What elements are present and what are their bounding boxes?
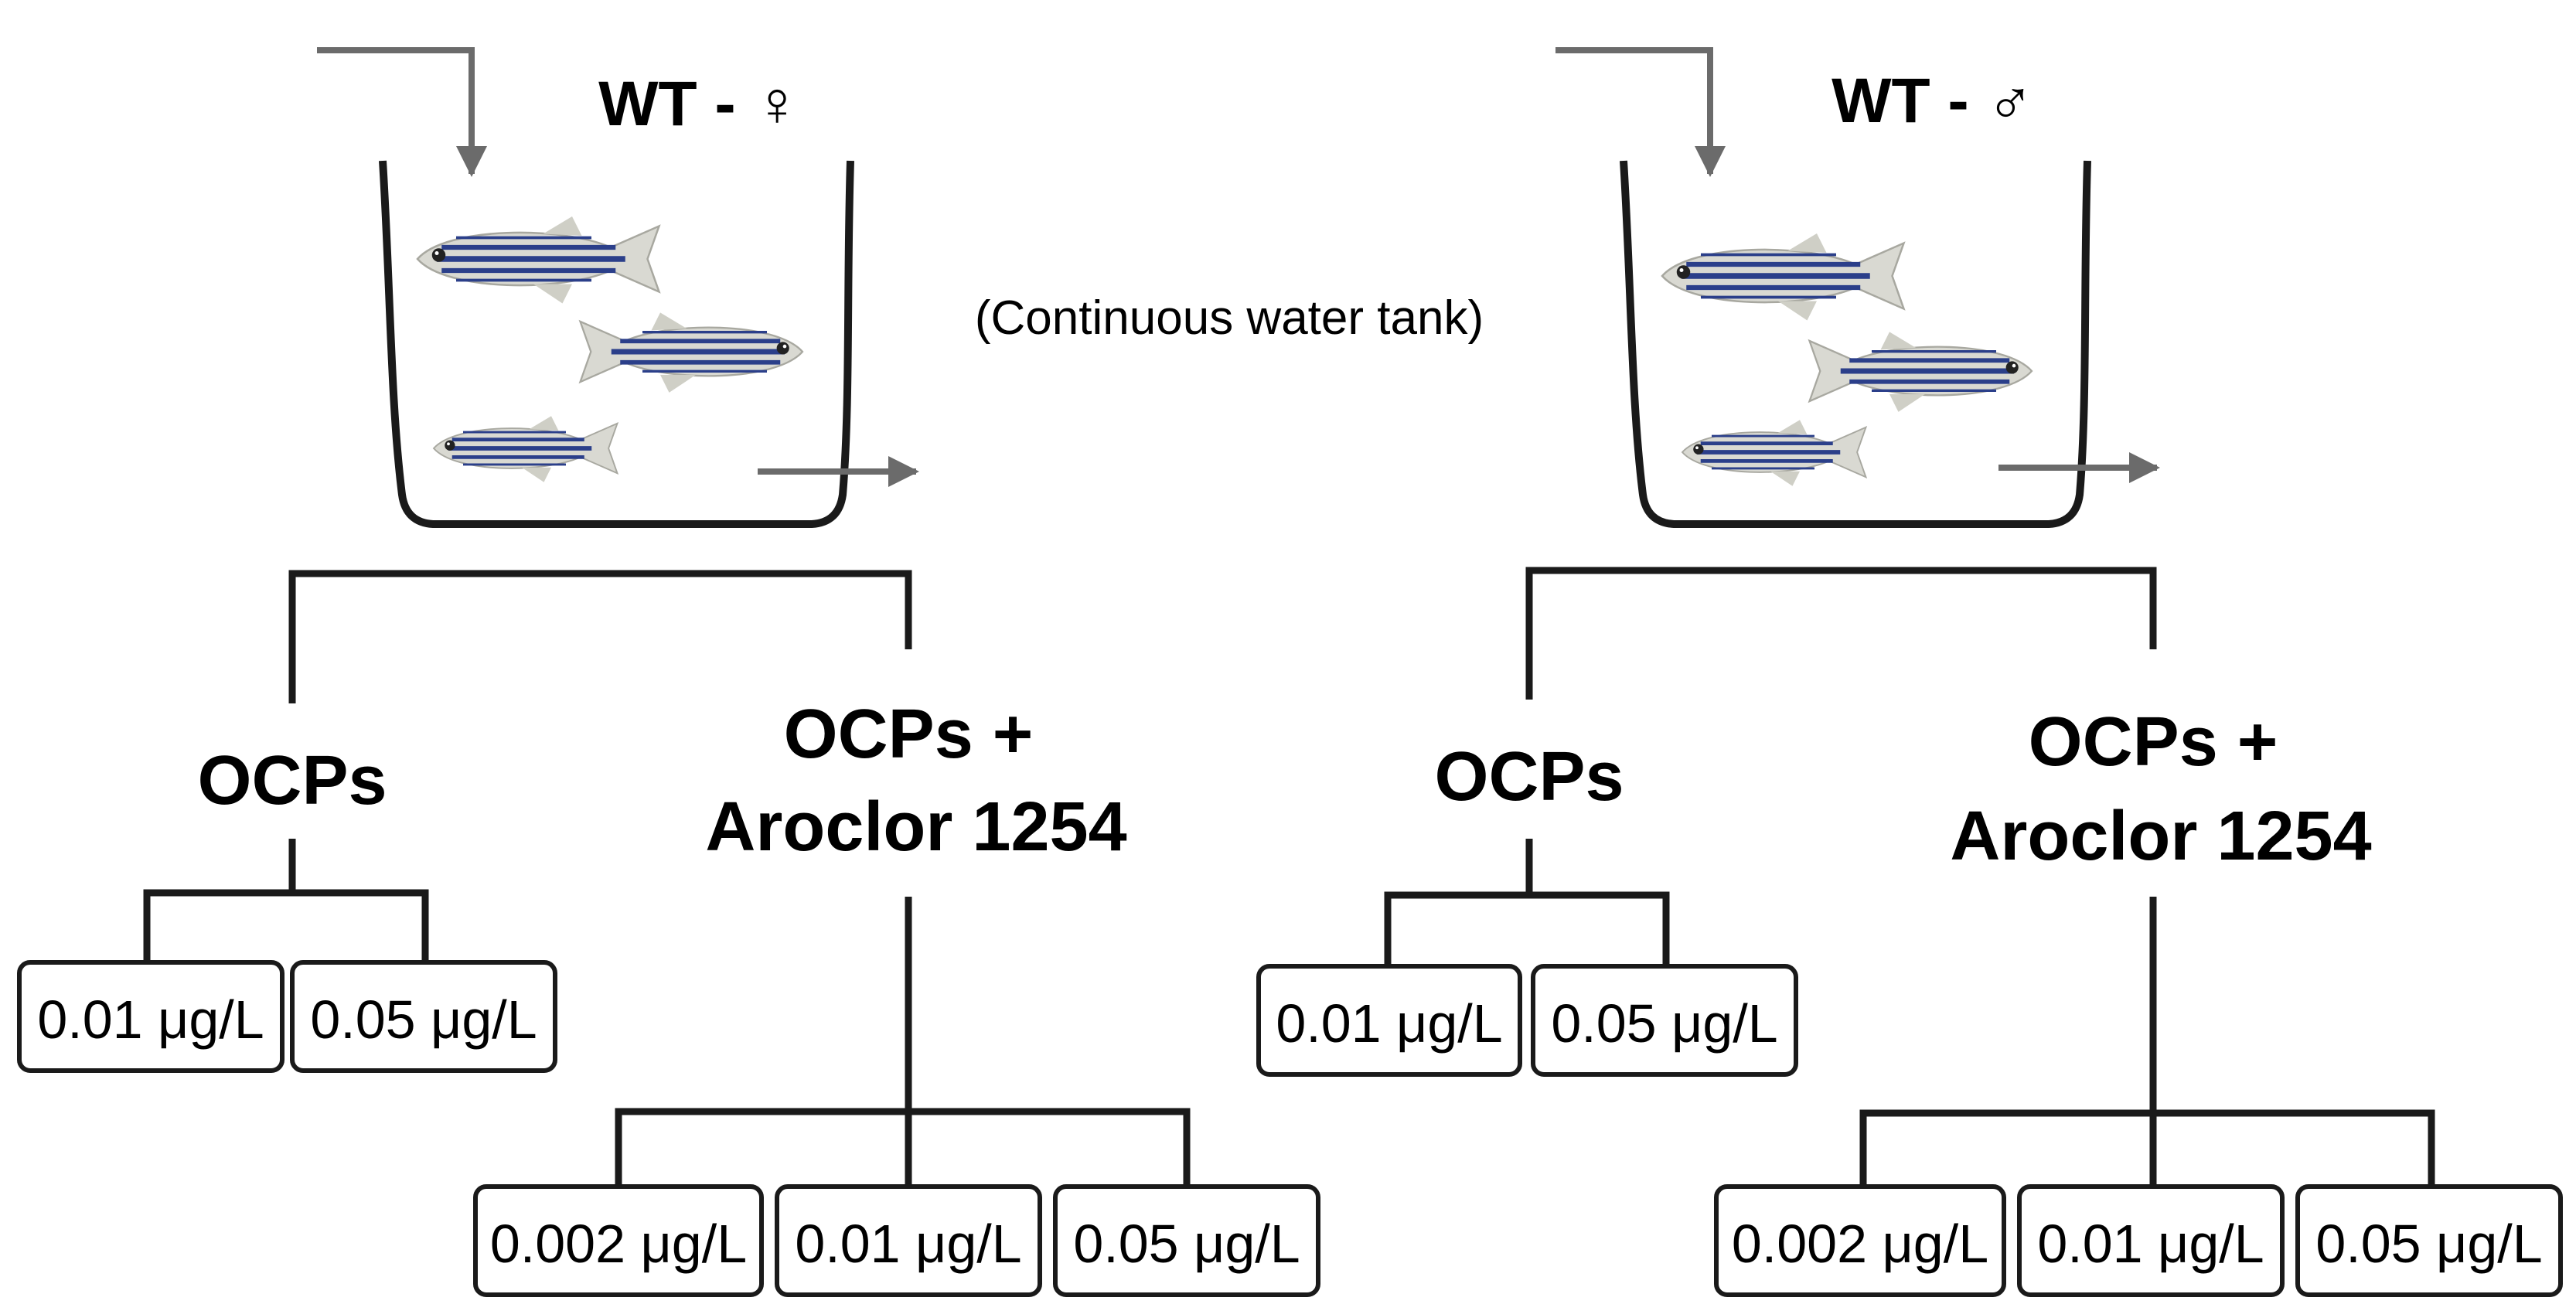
fish-icon [1662,233,1904,321]
concentration-box [17,960,285,1073]
fish-icon [434,416,618,482]
concentration-label: 0.05 μg/L [1073,1214,1300,1274]
concentration-label: 0.01 μg/L [1276,993,1502,1054]
group-female: WT - ♀ OCPs OCPs + Aroclor 1254 0.01 μg/… [17,47,1320,1297]
female-tree-lines [143,570,1191,1187]
concentration-label: 0.002 μg/L [490,1214,747,1274]
concentration-label: 0.05 μg/L [2315,1214,2542,1274]
female-branch-mix-label-line2: Aroclor 1254 [705,788,1126,866]
concentration-box [1531,964,1798,1077]
concentration-box [2017,1184,2285,1297]
fish-icon [581,312,803,393]
concentration-box [473,1184,764,1297]
fish-icon [1810,332,2033,412]
fish-icon [1682,420,1866,486]
concentration-label: 0.05 μg/L [310,989,537,1050]
tank-male-inflow-arrow [1555,47,1726,177]
male-branch-mix-label-line2: Aroclor 1254 [1950,798,2371,875]
fish-icon [417,216,659,304]
concentration-label: 0.05 μg/L [1551,993,1777,1054]
tank-male-label: WT - ♂ [1831,66,2034,136]
group-male: WT - ♂ OCPs OCPs + Aroclor 1254 0.01 μg/… [1256,47,2563,1297]
continuous-water-tank-note: (Continuous water tank) [975,291,1484,345]
tank-female [379,160,854,528]
concentration-box [1714,1184,2006,1297]
male-branch-mix-label-line1: OCPs + [2029,703,2278,781]
male-branch-ocps-label: OCPs [1434,738,1624,816]
tank-female-label: WT - ♀ [598,69,801,139]
female-branch-ocps-label: OCPs [197,742,387,819]
male-tree-lines [1384,567,2435,1187]
concentration-label: 0.002 μg/L [1732,1214,1988,1274]
concentration-box [1053,1184,1320,1297]
female-branch-mix-label-line1: OCPs + [784,696,1034,773]
concentration-box [290,960,557,1073]
concentration-box [775,1184,1042,1297]
tank-male [1620,160,2091,528]
concentration-box [2295,1184,2563,1297]
tank-female-inflow-arrow [317,47,487,177]
concentration-label: 0.01 μg/L [795,1214,1021,1274]
concentration-label: 0.01 μg/L [2037,1214,2264,1274]
concentration-box [1256,964,1522,1077]
concentration-label: 0.01 μg/L [37,989,264,1050]
